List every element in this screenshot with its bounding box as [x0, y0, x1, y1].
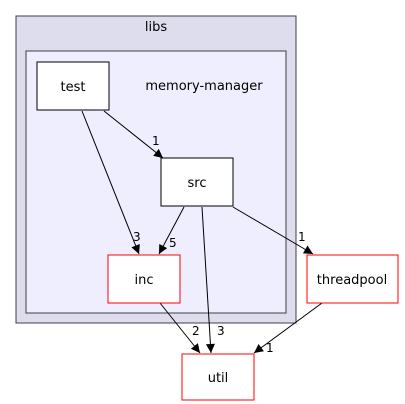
node-test[interactable]: test [36, 61, 110, 111]
node-test-label: test [61, 80, 86, 95]
node-util-label: util [208, 371, 229, 386]
node-inc-label: inc [135, 273, 154, 288]
edge-test-inc[interactable] [81, 110, 140, 255]
edge-inc-util[interactable] [159, 302, 201, 354]
node-src-label: src [188, 176, 207, 191]
edge-label-src-inc: 5 [169, 236, 177, 250]
edge-label-test-src: 1 [152, 134, 160, 148]
cluster-memory-manager-label: memory-manager [145, 79, 263, 94]
cluster-libs-label: libs [145, 20, 167, 35]
edge-src-threadpool[interactable] [232, 206, 314, 255]
node-threadpool-label: threadpool [317, 273, 387, 288]
edge-src-inc[interactable] [158, 206, 185, 255]
node-inc[interactable]: inc [107, 254, 181, 304]
edge-test-src[interactable] [103, 110, 164, 159]
node-threadpool[interactable]: threadpool [306, 254, 399, 304]
edge-src-util[interactable] [201, 206, 215, 354]
edge-label-threadpool-util: 1 [266, 341, 274, 355]
edge-label-src-threadpool: 1 [298, 230, 306, 244]
edge-label-src-util: 3 [217, 324, 225, 338]
node-util[interactable]: util [181, 353, 255, 401]
edge-label-test-inc: 3 [133, 230, 141, 244]
node-src[interactable]: src [160, 157, 234, 207]
edge-label-inc-util: 2 [192, 324, 200, 338]
edge-threadpool-util[interactable] [253, 302, 323, 354]
